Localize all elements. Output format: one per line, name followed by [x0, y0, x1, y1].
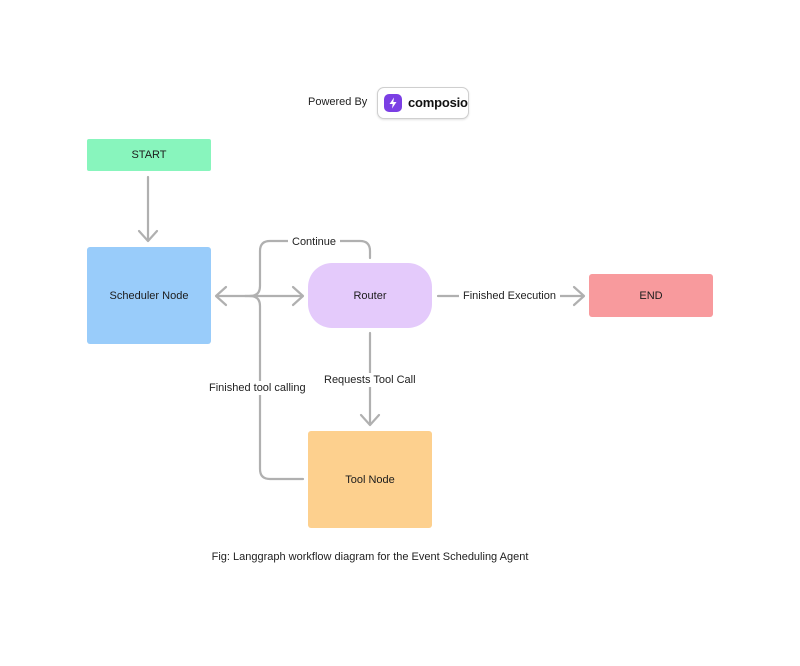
node-router: Router: [308, 263, 432, 328]
node-start: START: [87, 139, 211, 171]
powered-by-label: Powered By: [308, 96, 368, 108]
arrowhead-router-tool: [359, 413, 381, 427]
node-router-label: Router: [353, 289, 387, 302]
node-end-label: END: [639, 289, 663, 302]
node-tool-label: Tool Node: [345, 473, 395, 486]
edge-label-requests-tool-call: Requests Tool Call: [320, 373, 420, 387]
node-tool: Tool Node: [308, 431, 432, 528]
arrowhead-start-scheduler: [137, 229, 159, 243]
edge-continue: [215, 239, 372, 298]
node-scheduler: Scheduler Node: [87, 247, 211, 344]
brand-name: composio: [408, 95, 468, 110]
figure-caption: Fig: Langgraph workflow diagram for the …: [211, 551, 529, 563]
edge-finished-tool: [248, 294, 305, 481]
node-start-label: START: [131, 149, 167, 161]
arrowhead-router-end: [572, 285, 586, 307]
edge-label-finished-tool-calling: Finished tool calling: [206, 381, 309, 395]
edge-label-continue: Continue: [288, 235, 341, 249]
arrowhead-scheduler-router: [291, 285, 305, 307]
edge-label-finished-execution: Finished Execution: [459, 289, 560, 303]
arrowhead-continue: [214, 285, 228, 307]
node-scheduler-label: Scheduler Node: [109, 289, 189, 302]
lightning-icon: [384, 94, 402, 112]
node-end: END: [589, 274, 713, 317]
